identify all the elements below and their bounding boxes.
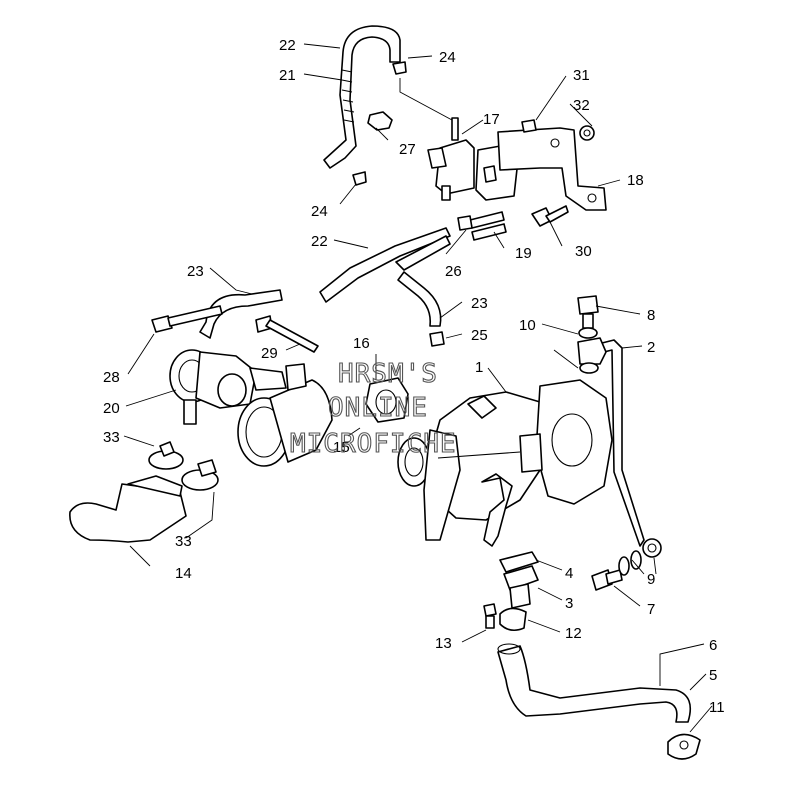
union-bolt-7[interactable]: [591, 569, 623, 591]
washer-10-top[interactable]: [578, 327, 598, 339]
callout-12: 12: [565, 625, 582, 642]
throttle-body-20[interactable]: [169, 349, 287, 425]
callout-27: 27: [399, 141, 416, 158]
callout-24-top: 24: [439, 49, 456, 66]
callout-32: 32: [573, 97, 590, 114]
bracket-18[interactable]: [497, 127, 607, 211]
callout-14: 14: [175, 565, 192, 582]
callout-6: 6: [709, 637, 717, 654]
callout-11: 11: [709, 699, 725, 716]
callout-25: 25: [471, 327, 488, 344]
nut-32[interactable]: [579, 125, 595, 141]
callout-4: 4: [565, 565, 573, 582]
callout-8: 8: [647, 307, 655, 324]
callout-18: 18: [627, 172, 644, 189]
callout-9: 9: [647, 571, 655, 588]
callout-21: 21: [279, 67, 296, 84]
vacuum-hose-23-right[interactable]: [397, 271, 442, 327]
watermark: HRSM'S ONLINE MICROFICHE: [289, 358, 457, 459]
hose-clamp-33-bottom[interactable]: [181, 459, 219, 491]
callout-22-lower: 22: [311, 233, 328, 250]
gasket-16[interactable]: [365, 377, 409, 423]
callout-5: 5: [709, 667, 717, 684]
callout-33-bottom: 33: [175, 533, 192, 550]
callout-labels: 22 21 24 31 32 17 27 18 24 22 19 30 26 2…: [103, 37, 725, 716]
hose-clamp-12[interactable]: [499, 607, 527, 632]
callout-10: 10: [519, 317, 536, 334]
callout-31: 31: [573, 67, 590, 84]
bolt-28[interactable]: [151, 305, 223, 333]
union-bolt-8[interactable]: [577, 295, 599, 329]
callout-15: 15: [333, 439, 350, 456]
callout-24-lower: 24: [311, 203, 328, 220]
hose-clamp-24-top[interactable]: [392, 61, 407, 75]
callout-23-right: 23: [471, 295, 488, 312]
bolt-30[interactable]: [531, 205, 569, 227]
callout-1: 1: [475, 359, 483, 376]
vacuum-hose-21[interactable]: [323, 25, 401, 169]
screw-31[interactable]: [521, 119, 537, 133]
watermark-line-3: MICROFICHE: [290, 429, 457, 459]
hose-clamp-11[interactable]: [667, 733, 701, 760]
leader-lines: [123, 43, 713, 733]
watermark-line-2: ONLINE: [328, 393, 428, 423]
callout-17: 17: [483, 111, 500, 128]
washer-9-a[interactable]: [618, 556, 630, 576]
callout-3: 3: [565, 595, 573, 612]
washer-10-bottom[interactable]: [579, 362, 599, 374]
callout-13: 13: [435, 635, 452, 652]
vacuum-hose-22-lower[interactable]: [319, 227, 451, 303]
callout-23-left: 23: [187, 263, 204, 280]
banjo-fitting[interactable]: [577, 337, 607, 365]
callout-16: 16: [353, 335, 370, 352]
oil-return-hose-5-6[interactable]: [497, 643, 692, 723]
callout-22-top: 22: [279, 37, 296, 54]
clamp-25[interactable]: [429, 331, 445, 347]
callout-7: 7: [647, 601, 655, 618]
gasket-4[interactable]: [499, 551, 539, 573]
callout-20: 20: [103, 400, 120, 417]
clamp-26[interactable]: [457, 215, 473, 231]
bolt-29[interactable]: [255, 315, 319, 353]
callout-26: 26: [445, 263, 462, 280]
oil-return-fitting-3[interactable]: [503, 565, 539, 609]
turbocharger-1[interactable]: [397, 379, 613, 547]
hose-clamp-33-top[interactable]: [148, 441, 184, 470]
fittings-19[interactable]: [469, 211, 507, 241]
callout-2: 2: [647, 339, 655, 356]
watermark-line-1: HRSM'S: [338, 359, 438, 389]
callout-28: 28: [103, 369, 120, 386]
clip-27[interactable]: [367, 111, 393, 131]
washer-9-b[interactable]: [630, 550, 642, 570]
intake-hose-14[interactable]: [69, 475, 187, 543]
hose-clamp-24-lower[interactable]: [352, 171, 367, 186]
oil-pipe-2[interactable]: [597, 339, 662, 558]
intake-duct-15[interactable]: [237, 363, 333, 467]
bolt-13[interactable]: [483, 603, 497, 629]
callout-33-top: 33: [103, 429, 120, 446]
callout-30: 30: [575, 243, 592, 260]
callout-29: 29: [261, 345, 278, 362]
callout-19: 19: [515, 245, 532, 262]
